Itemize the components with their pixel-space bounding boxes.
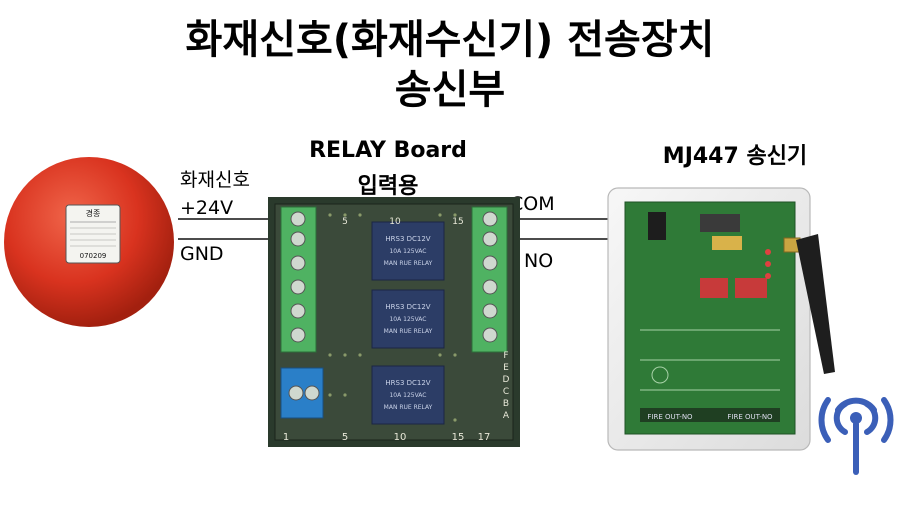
terminal-screw-10 — [482, 279, 498, 295]
bell-brand-text: 경종 — [86, 208, 101, 218]
fire-bell: 경종 070209 — [4, 157, 174, 327]
transmitter-footer-right: FIRE OUT-NO — [727, 413, 773, 421]
terminal-screw-4 — [290, 279, 306, 295]
relay-board: HRS3 DC12V 10A 125VAC MAN RUE RELAY HRS3… — [268, 197, 520, 447]
terminal-screw-6 — [290, 327, 306, 343]
relay-1: HRS3 DC12V 10A 125VAC MAN RUE RELAY — [371, 221, 445, 281]
plus-24v-label: +24V — [180, 197, 234, 219]
terminal-screw-11 — [482, 303, 498, 319]
relay-3: HRS3 DC12V 10A 125VAC MAN RUE RELAY — [371, 365, 445, 425]
transmitter-label: MJ447 송신기 — [662, 144, 808, 169]
terminal-screw-9 — [482, 255, 498, 271]
row-letter-a: A — [503, 411, 510, 421]
transmitter-footer-left: FIRE OUT-NO — [647, 413, 693, 421]
row-letter-f: F — [503, 351, 508, 361]
wireless-signal-icon — [818, 397, 894, 475]
col-marker-5: 5 — [342, 217, 348, 227]
bell-model-text: 070209 — [80, 252, 107, 260]
terminal-screw-12 — [482, 327, 498, 343]
antenna-whip — [796, 234, 835, 374]
transmitter-crystal — [712, 236, 742, 250]
dip-switch-2 — [700, 278, 728, 298]
svg-text:10A 125VAC: 10A 125VAC — [389, 392, 426, 399]
gnd-label: GND — [180, 243, 224, 265]
terminal-screw-7 — [482, 211, 498, 227]
dip-switch-1 — [735, 278, 767, 298]
terminal-screw-8 — [482, 231, 498, 247]
mj447-transmitter: FIRE OUT-NO FIRE OUT-NO — [607, 187, 835, 451]
terminal-screw-1 — [290, 211, 306, 227]
power-screw-1 — [288, 385, 304, 401]
svg-text:HRS3 DC12V: HRS3 DC12V — [385, 303, 430, 311]
led-2 — [765, 261, 771, 267]
bottom-marker-17: 17 — [478, 432, 491, 443]
row-letter-d: D — [503, 375, 510, 385]
bottom-marker-5: 5 — [342, 432, 348, 443]
svg-text:HRS3 DC12V: HRS3 DC12V — [385, 235, 430, 243]
relay-board-label: RELAY Board — [309, 138, 467, 163]
bottom-marker-10: 10 — [394, 432, 407, 443]
row-letter-e: E — [503, 363, 509, 373]
svg-text:10A 125VAC: 10A 125VAC — [389, 316, 426, 323]
relay-2: HRS3 DC12V 10A 125VAC MAN RUE RELAY — [371, 289, 445, 349]
row-letter-c: C — [503, 387, 509, 397]
svg-text:MAN RUE RELAY: MAN RUE RELAY — [384, 328, 433, 335]
svg-text:10A 125VAC: 10A 125VAC — [389, 248, 426, 255]
pcb-traces — [640, 329, 780, 391]
bottom-marker-15: 15 — [452, 432, 465, 443]
diagram-title-line2: 송신부 — [394, 67, 506, 113]
col-marker-15: 15 — [452, 217, 463, 227]
terminal-screw-5 — [290, 303, 306, 319]
power-screw-2 — [304, 385, 320, 401]
diagram-title-line1: 화재신호(화재수신기) 전송장치 — [185, 17, 715, 63]
relay-board-sublabel: 입력용 — [357, 174, 419, 199]
row-letter-b: B — [503, 399, 509, 409]
no-label: NO — [524, 250, 554, 272]
bottom-marker-1: 1 — [283, 432, 289, 443]
transmitter-terminal — [648, 212, 666, 240]
terminal-screw-2 — [290, 231, 306, 247]
com-label: COM — [510, 193, 555, 215]
fire-signal-label: 화재신호 — [180, 169, 250, 191]
svg-text:HRS3 DC12V: HRS3 DC12V — [385, 379, 430, 387]
led-3 — [765, 273, 771, 279]
svg-text:MAN RUE RELAY: MAN RUE RELAY — [384, 404, 433, 411]
led-1 — [765, 249, 771, 255]
transmitter-footer-strip — [640, 408, 780, 422]
terminal-screw-3 — [290, 255, 306, 271]
svg-text:MAN RUE RELAY: MAN RUE RELAY — [384, 260, 433, 267]
transmitter-chip — [700, 214, 740, 232]
transmitter-pcb — [624, 201, 796, 435]
col-marker-10: 10 — [389, 217, 401, 227]
